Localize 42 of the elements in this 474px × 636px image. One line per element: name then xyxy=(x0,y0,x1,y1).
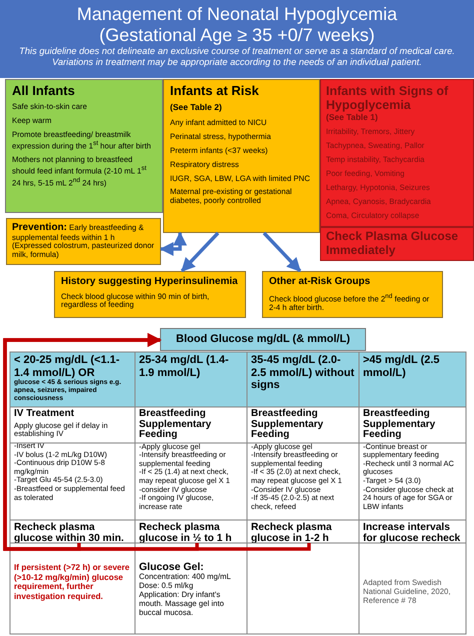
arrow xyxy=(160,232,187,256)
category-box xyxy=(163,79,320,233)
range-heading: 25-34 mg/dL (1.4-1.9 mmol/L) xyxy=(139,354,230,380)
header-box xyxy=(160,328,366,351)
action-text: Check Plasma Glucose Immediately xyxy=(326,230,460,258)
table-cell xyxy=(359,352,466,407)
range-heading: 35-45 mg/dL (2.0-2.5 mmol/L) without signs xyxy=(251,354,355,392)
arrow xyxy=(180,232,220,272)
table-cell xyxy=(10,352,135,407)
recheck-text: Recheck plasma glucose in 1-2 h xyxy=(251,522,333,545)
cell-heading: Breastfeeding Supplementary Feeding xyxy=(251,409,324,440)
category-box xyxy=(262,271,443,318)
cell-heading: Breastfeeding Supplementary Feeding xyxy=(363,409,436,440)
recheck-text: Increase intervals for glucose recheck xyxy=(363,522,462,545)
header-text: Blood Glucose mg/dL (& mmol/L) xyxy=(175,333,351,346)
cell-heading: IV Treatment xyxy=(14,409,76,420)
range-heading: >45 mg/dL (2.5 mmol/L) xyxy=(363,354,441,380)
box-subheading: (See Table 1) xyxy=(326,112,378,123)
arrow xyxy=(262,232,302,272)
box-heading: Infants at Risk xyxy=(170,84,260,99)
box-heading: All Infants xyxy=(12,84,76,99)
box-heading: Other at-Risk Groups xyxy=(269,276,372,288)
table-cell xyxy=(135,352,247,407)
box-subheading: (See Table 2) xyxy=(170,102,223,113)
cell-heading: Glucose Gel: xyxy=(139,561,205,573)
warning-text: If persistent (>72 h) or severe (>10-12 mg/kg/min) glucose requirement, further investigation required. xyxy=(14,563,131,602)
title-text: Management of Neonatal Hypoglycemia (Gestational Age ≥ 35 +0/7 weeks) xyxy=(76,4,398,46)
table-cell xyxy=(247,352,359,407)
category-box xyxy=(6,218,161,265)
disclaimer-text: This guideline does not delineate an exclusive course of treatment or serve as a standard of medical care. Variations in treatment may be appropriate according to the needs of an individual patient. xyxy=(18,46,456,68)
category-box xyxy=(320,79,474,227)
box-heading: Infants with Signs of Hypoglycemia xyxy=(326,84,450,113)
recheck-text: Recheck plasma glucose in ½ to 1 h xyxy=(139,522,233,545)
title-banner xyxy=(0,0,474,78)
box-heading: History suggesting Hyperinsulinemia xyxy=(61,276,239,288)
category-box xyxy=(54,271,246,318)
arrow xyxy=(3,333,311,551)
category-box xyxy=(5,79,163,213)
recheck-text: Recheck plasma glucose within 30 min. xyxy=(14,522,125,545)
range-heading: < 20-25 mg/dL (<1.1-1.4 mmol/L) OR xyxy=(14,354,121,380)
cell-heading: Breastfeeding Supplementary Feeding xyxy=(139,409,212,440)
action-box xyxy=(320,227,474,261)
